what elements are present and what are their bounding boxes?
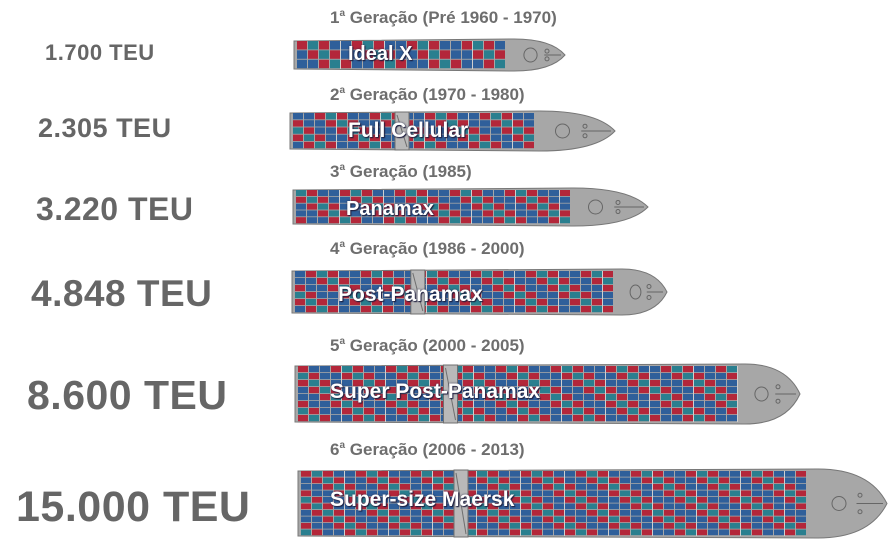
generation-number: 3: [330, 162, 340, 181]
bay-lines: [340, 41, 473, 69]
container-stacks: [295, 271, 613, 313]
capacity-label-gen2: 2.305 TEU: [38, 113, 172, 143]
capacity-label-gen6: 15.000 TEU: [16, 483, 251, 531]
generation-text: Geração (2006 - 2013): [349, 440, 525, 459]
ship-name-gen5: Super Post-Panamax: [330, 380, 541, 403]
ship-name-gen6: Super-size Maersk: [330, 488, 515, 511]
ship-gen6: [297, 468, 888, 539]
generation-number: 2: [330, 85, 340, 104]
generation-title-gen5: 5a Geração (2000 - 2005): [330, 336, 525, 356]
ship-name-gen3: Panamax: [346, 198, 434, 220]
generation-title-gen1: 1a Geração (Pré 1960 - 1970): [330, 8, 557, 28]
generation-text: Geração (1970 - 1980): [349, 85, 525, 104]
generation-ordinal: a: [339, 239, 346, 250]
generation-text: Geração (Pré 1960 - 1970): [349, 8, 557, 27]
generation-number: 4: [330, 239, 340, 258]
bow-details: [629, 283, 663, 301]
capacity-label-gen3: 3.220 TEU: [36, 191, 194, 227]
capacity-label-gen5: 8.600 TEU: [27, 372, 228, 418]
ship-name-gen2: Full Cellular: [348, 119, 469, 142]
bow-details: [754, 384, 796, 404]
bow-details: [588, 199, 644, 215]
capacity-label-gen1: 1.700 TEU: [45, 40, 155, 65]
generation-ordinal: a: [339, 8, 346, 19]
bay-lines: [338, 271, 603, 313]
generation-ordinal: a: [339, 85, 346, 96]
bow-details: [831, 492, 883, 515]
generation-ordinal: a: [339, 162, 346, 173]
generation-title-gen6: 6a Geração (2006 - 2013): [330, 440, 525, 460]
bay-lines: [339, 190, 560, 224]
container-stacks: [298, 366, 737, 422]
generation-number: 5: [330, 336, 340, 355]
generation-number: 6: [330, 440, 340, 459]
ship-gen4: [291, 268, 668, 316]
container-stacks: [297, 41, 505, 69]
bay-lines: [344, 471, 785, 536]
ship-gen2: [289, 110, 616, 152]
generation-text: Geração (2000 - 2005): [349, 336, 525, 355]
generation-title-gen2: 2a Geração (1970 - 1980): [330, 85, 525, 105]
ship-gen1: [293, 38, 566, 72]
container-stacks: [301, 471, 806, 536]
generation-text: Geração (1985): [349, 162, 472, 181]
ship-name-gen1: Ideal X: [348, 43, 413, 65]
bay-lines: [341, 366, 738, 422]
ship-name-gen4: Post-Panamax: [338, 283, 483, 306]
generation-ordinal: a: [339, 336, 346, 347]
container-stacks: [296, 190, 570, 224]
bow-details: [523, 47, 561, 63]
capacity-label-gen4: 4.848 TEU: [31, 273, 213, 314]
ship-gen3: [292, 187, 649, 227]
generation-title-gen4: 4a Geração (1986 - 2000): [330, 239, 525, 259]
generation-text: Geração (1986 - 2000): [349, 239, 525, 258]
generation-ordinal: a: [339, 440, 346, 451]
generation-title-gen3: 3a Geração (1985): [330, 162, 472, 182]
bow-details: [555, 123, 611, 139]
generation-number: 1: [330, 8, 340, 27]
ship-gen5: [294, 363, 801, 425]
bay-lines: [336, 113, 513, 149]
